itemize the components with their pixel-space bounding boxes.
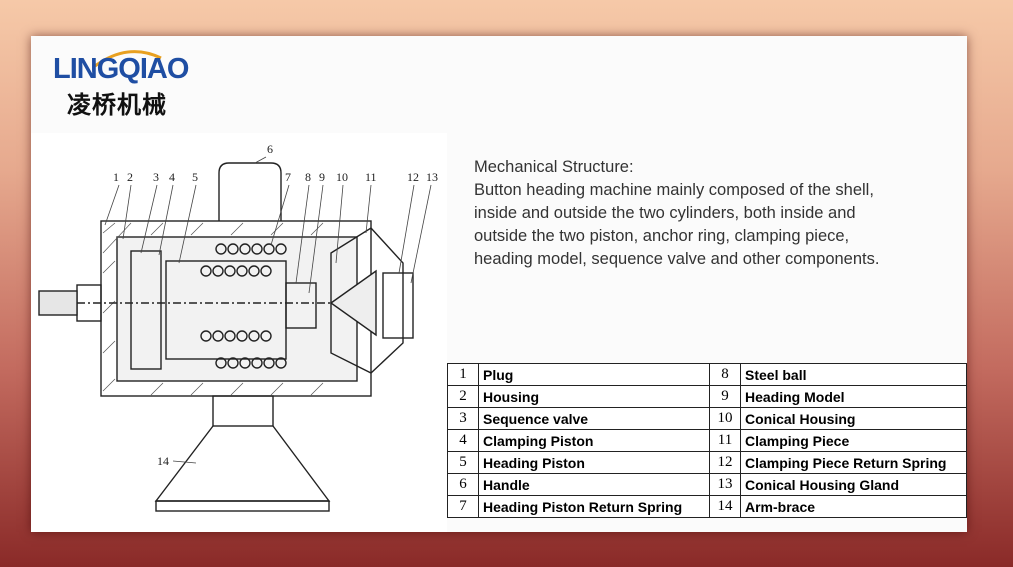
callout-8: 8 [305,170,311,184]
callout-2: 2 [127,170,133,184]
callout-14: 14 [157,454,169,468]
callout-7: 7 [285,170,291,184]
callout-6: 6 [267,142,273,156]
callout-3: 3 [153,170,159,184]
table-row: 3 Sequence valve 10 Conical Housing [447,407,967,430]
arm-brace-neck [212,395,274,427]
callout-1: 1 [113,170,119,184]
part-name: Steel ball [740,363,967,386]
part-number: 1 [447,363,479,386]
mechanical-diagram: 1 2 3 4 5 6 7 8 9 10 11 12 13 14 [31,133,447,532]
part-name: Conical Housing Gland [740,473,967,496]
table-row: 2 Housing 9 Heading Model [447,385,967,408]
part-number: 8 [709,363,741,386]
clamping-piece [329,269,377,337]
arm-brace [154,425,331,502]
part-name: Sequence valve [478,407,710,430]
callout-10: 10 [336,170,348,184]
part-number: 7 [447,495,479,518]
part-number: 12 [709,451,741,474]
table-row: 6 Handle 13 Conical Housing Gland [447,473,967,496]
part-name: Heading Piston [478,451,710,474]
part-number: 2 [447,385,479,408]
part-number: 14 [709,495,741,518]
part-number: 4 [447,429,479,452]
part-name: Clamping Piston [478,429,710,452]
return-spring-top [200,243,287,277]
table-row: 4 Clamping Piston 11 Clamping Piece [447,429,967,452]
callout-12: 12 [407,170,419,184]
part-name: Handle [478,473,710,496]
structure-description: Mechanical Structure: Button heading mac… [474,156,944,271]
part-name: Plug [478,363,710,386]
logo-arc-icon [94,50,162,68]
description-line: inside and outside the two cylinders, bo… [474,204,856,222]
part-number: 5 [447,451,479,474]
part-name: Conical Housing [740,407,967,430]
callout-5: 5 [192,170,198,184]
slide: LINGQIAO 凌桥机械 [31,36,967,532]
part-name: Arm-brace [740,495,967,518]
handle [218,162,282,221]
description-line: Button heading machine mainly composed o… [474,181,874,199]
conical-housing [330,227,404,374]
part-number: 13 [709,473,741,496]
heading-model [285,282,317,329]
description-heading: Mechanical Structure: [474,158,634,176]
part-number: 10 [709,407,741,430]
description-line: heading model, sequence valve and other … [474,250,880,268]
arm-brace-base [155,500,330,512]
part-name: Housing [478,385,710,408]
return-spring-bottom [200,330,287,369]
callout-9: 9 [319,170,325,184]
plug-knurl [38,290,78,316]
part-number: 6 [447,473,479,496]
callout-11: 11 [365,170,377,184]
part-name: Heading Piston Return Spring [478,495,710,518]
table-row: 7 Heading Piston Return Spring 14 Arm-br… [447,495,967,518]
logo-text-en: LINGQIAO [53,53,189,85]
description-line: outside the two piston, anchor ring, cla… [474,227,850,245]
part-number: 11 [709,429,741,452]
company-logo: LINGQIAO 凌桥机械 [53,50,203,127]
part-number: 3 [447,407,479,430]
parts-table: 1 Plug 8 Steel ball 2 Housing 9 Heading … [447,363,967,518]
part-name: Clamping Piece [740,429,967,452]
part-name: Heading Model [740,385,967,408]
table-row: 1 Plug 8 Steel ball [447,363,967,386]
callout-13: 13 [426,170,438,184]
table-row: 5 Heading Piston 12 Clamping Piece Retur… [447,451,967,474]
diagram-callouts: 1 2 3 4 5 6 7 8 9 10 11 12 13 14 [113,142,438,468]
housing-gland [382,272,414,339]
part-number: 9 [709,385,741,408]
logo-text-cn: 凌桥机械 [67,91,167,119]
callout-4: 4 [169,170,175,184]
clamping-piston [130,250,162,370]
part-name: Clamping Piece Return Spring [740,451,967,474]
